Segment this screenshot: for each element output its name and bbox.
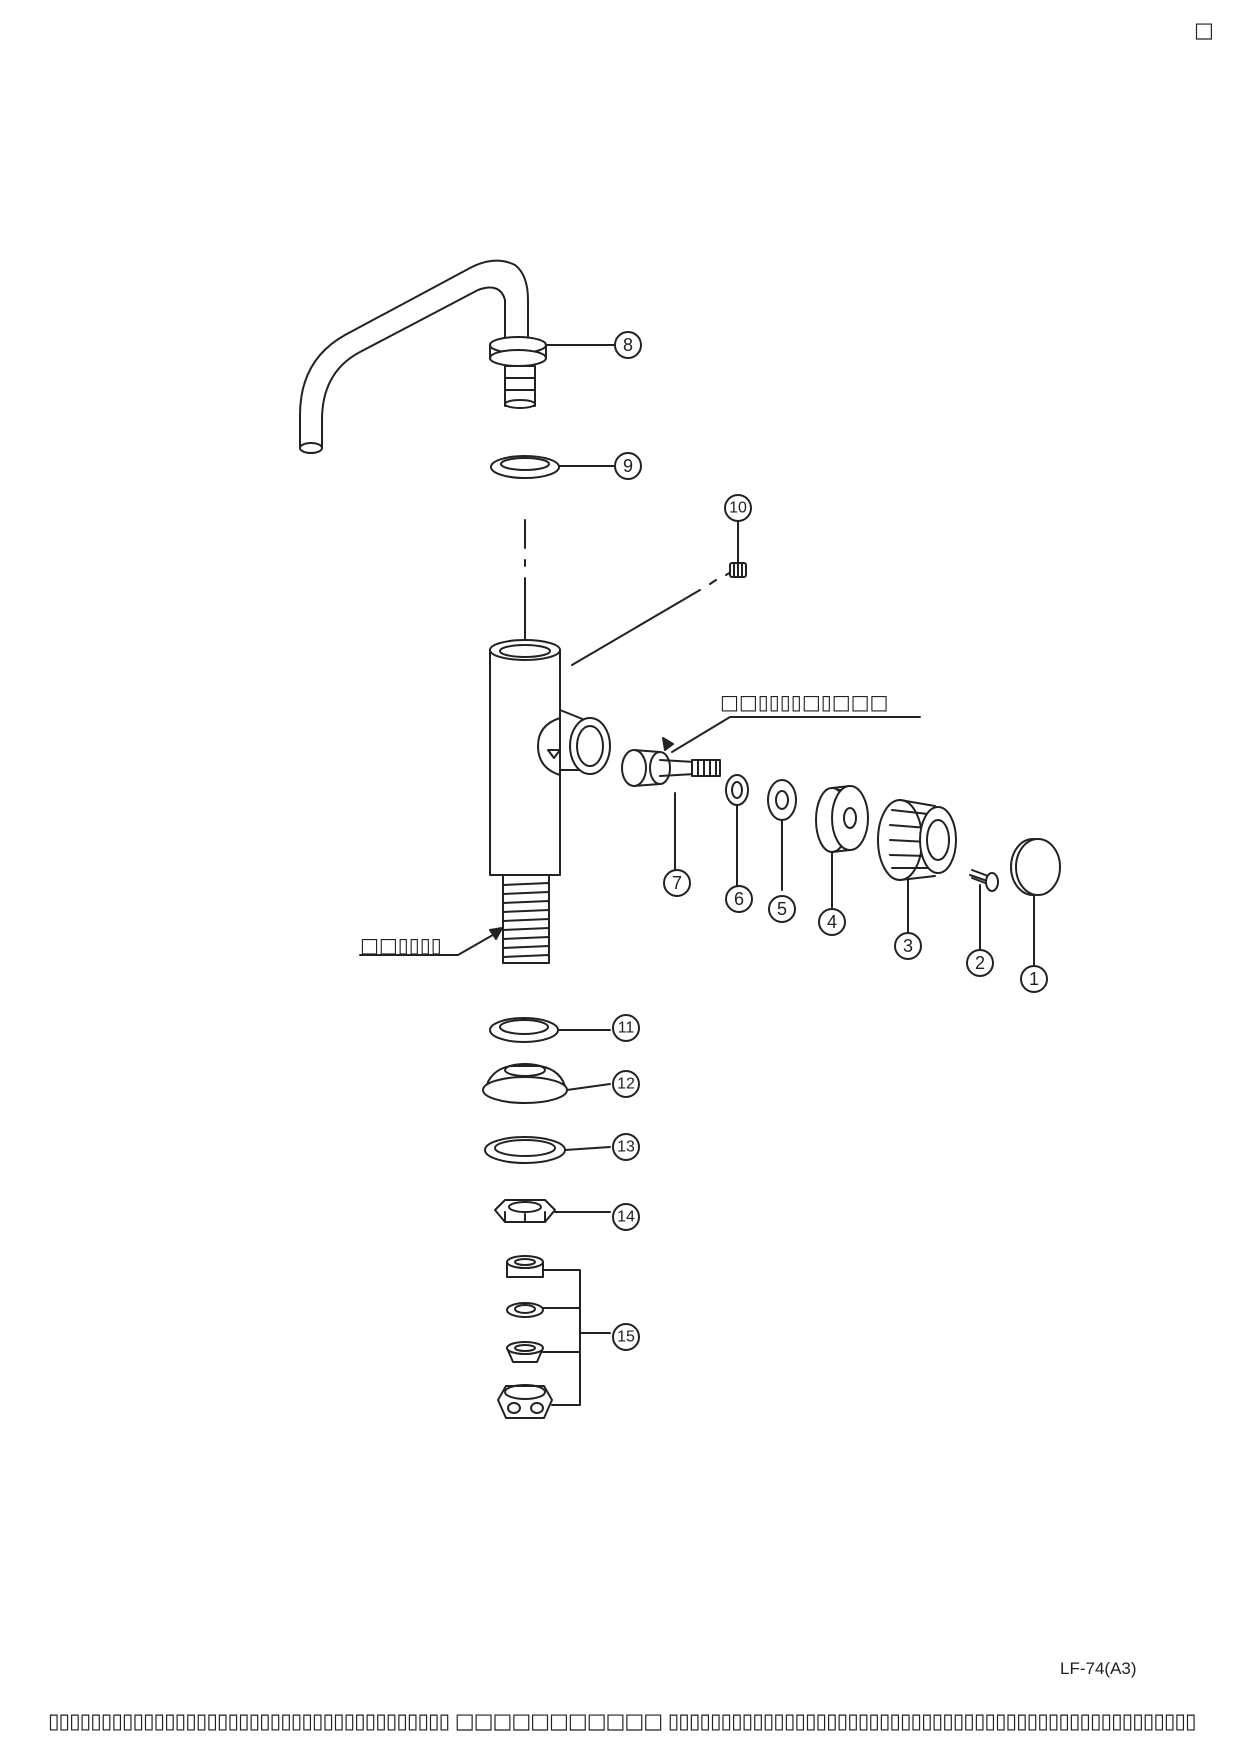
washer-part-6 xyxy=(725,774,749,806)
handle-part-3 xyxy=(877,799,957,881)
bushing-part-4 xyxy=(815,785,869,853)
callout-13: 13 xyxy=(617,1139,635,1156)
cartridge-label: □□▯▯▯▯□▯□□□ xyxy=(720,690,888,714)
cap-part-1 xyxy=(1010,838,1061,896)
connector-set-part-15 xyxy=(497,1255,553,1419)
callout-2: 2 xyxy=(975,953,985,973)
corner-mark: □ xyxy=(1194,18,1214,42)
spout-part-8 xyxy=(299,259,547,454)
callout-5: 5 xyxy=(777,899,787,919)
cartridge-part-7 xyxy=(621,749,721,787)
callout-4: 4 xyxy=(827,912,837,932)
callout-10: 10 xyxy=(729,500,747,517)
callout-15: 15 xyxy=(617,1329,635,1346)
callout-circles xyxy=(612,331,1048,1351)
leader-lines xyxy=(359,344,1035,1406)
callout-7: 7 xyxy=(672,873,682,893)
callout-1: 1 xyxy=(1029,969,1039,989)
thread-label: □□▯▯▯▯ xyxy=(360,933,442,957)
washer-part-13 xyxy=(484,1136,566,1164)
washer-part-5 xyxy=(767,779,797,821)
callout-11: 11 xyxy=(618,1020,635,1037)
footer-text: ▯▯▯▯▯▯▯▯▯▯▯▯▯▯▯▯▯▯▯▯▯▯▯▯▯▯▯▯▯▯▯▯▯▯▯▯▯▯ □… xyxy=(48,1709,1197,1733)
callout-8: 8 xyxy=(623,335,633,355)
escutcheon-part-12 xyxy=(482,1063,568,1104)
lock-nut-part-14 xyxy=(494,1199,556,1223)
faucet-body xyxy=(489,639,611,964)
callout-12: 12 xyxy=(617,1076,635,1093)
callout-9: 9 xyxy=(623,456,633,476)
callout-6: 6 xyxy=(734,889,744,909)
callout-3: 3 xyxy=(903,936,913,956)
model-code: LF-74(A3) xyxy=(1060,1659,1137,1678)
set-screw-part-10 xyxy=(729,562,747,578)
screw-part-2 xyxy=(969,869,999,892)
washer-part-9 xyxy=(490,455,560,479)
washer-part-11 xyxy=(489,1017,559,1043)
callout-14: 14 xyxy=(617,1209,635,1226)
